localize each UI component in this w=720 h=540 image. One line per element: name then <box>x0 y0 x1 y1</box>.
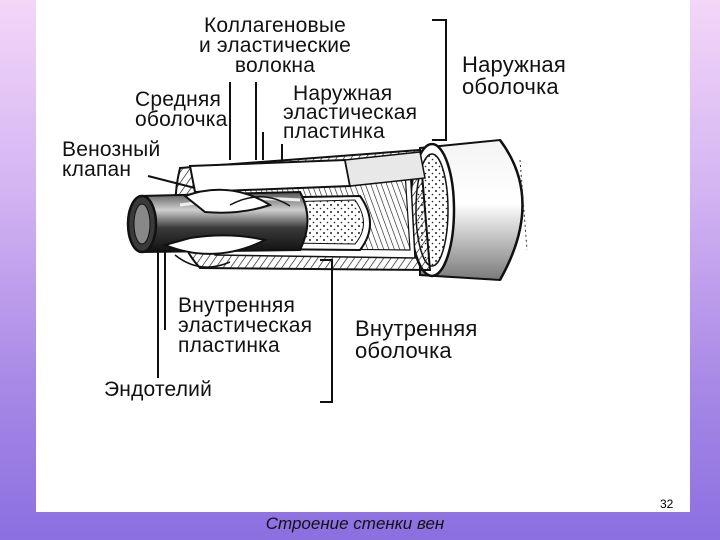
inner-elastic-lamina-label: Внутренняя эластическая пластинка <box>178 294 313 357</box>
outer-sheath-line-2: оболочка <box>462 74 559 99</box>
leader-lines <box>147 19 447 403</box>
outer-elastic-lamina-shape <box>188 151 426 194</box>
endothelium-label: Эндотелий <box>104 378 213 401</box>
inner-sheath-label: Внутренняя оболочка <box>355 318 478 362</box>
middle-sheath-line-1: Средняя <box>135 88 222 111</box>
outer-lamina-line-2: эластическая <box>283 101 418 124</box>
outer-sheath-line-1: Наружная <box>462 52 566 77</box>
valve-line-2: клапан <box>62 158 132 181</box>
inner-lamina-line-2: эластическая <box>178 314 313 337</box>
outer-lamina-line-3: пластинка <box>283 120 385 143</box>
outer-sheath-label: Наружная оболочка <box>462 54 566 98</box>
page-number: 32 <box>660 497 674 511</box>
inner-sheath-line-2: оболочка <box>355 338 452 363</box>
collagen-line-3: волокна <box>234 54 316 77</box>
middle-sheath-label: Средняя оболочка <box>135 88 228 131</box>
inner-lamina-line-3: пластинка <box>178 334 280 357</box>
middle-sheath-line-2: оболочка <box>135 108 228 131</box>
inner-lamina-line-1: Внутренняя <box>178 294 296 317</box>
collagen-fibers-label: Коллагеновые и эластические волокна <box>182 14 368 77</box>
inner-sheath-line-1: Внутренняя <box>355 316 478 341</box>
valve-line-1: Венозный <box>62 138 161 161</box>
venous-valve-label: Венозный клапан <box>62 138 161 181</box>
caption-text: Строение стенки вен <box>265 514 445 533</box>
venous-valve-shape <box>161 188 291 268</box>
outer-lamina-line-1: Наружная <box>293 82 393 105</box>
collagen-line-2: и эластические <box>198 34 352 57</box>
collagen-line-1: Коллагеновые <box>203 14 347 37</box>
outer-elastic-lamina-label: Наружная эластическая пластинка <box>283 82 418 143</box>
slide-caption: Строение стенки вен <box>0 514 720 534</box>
